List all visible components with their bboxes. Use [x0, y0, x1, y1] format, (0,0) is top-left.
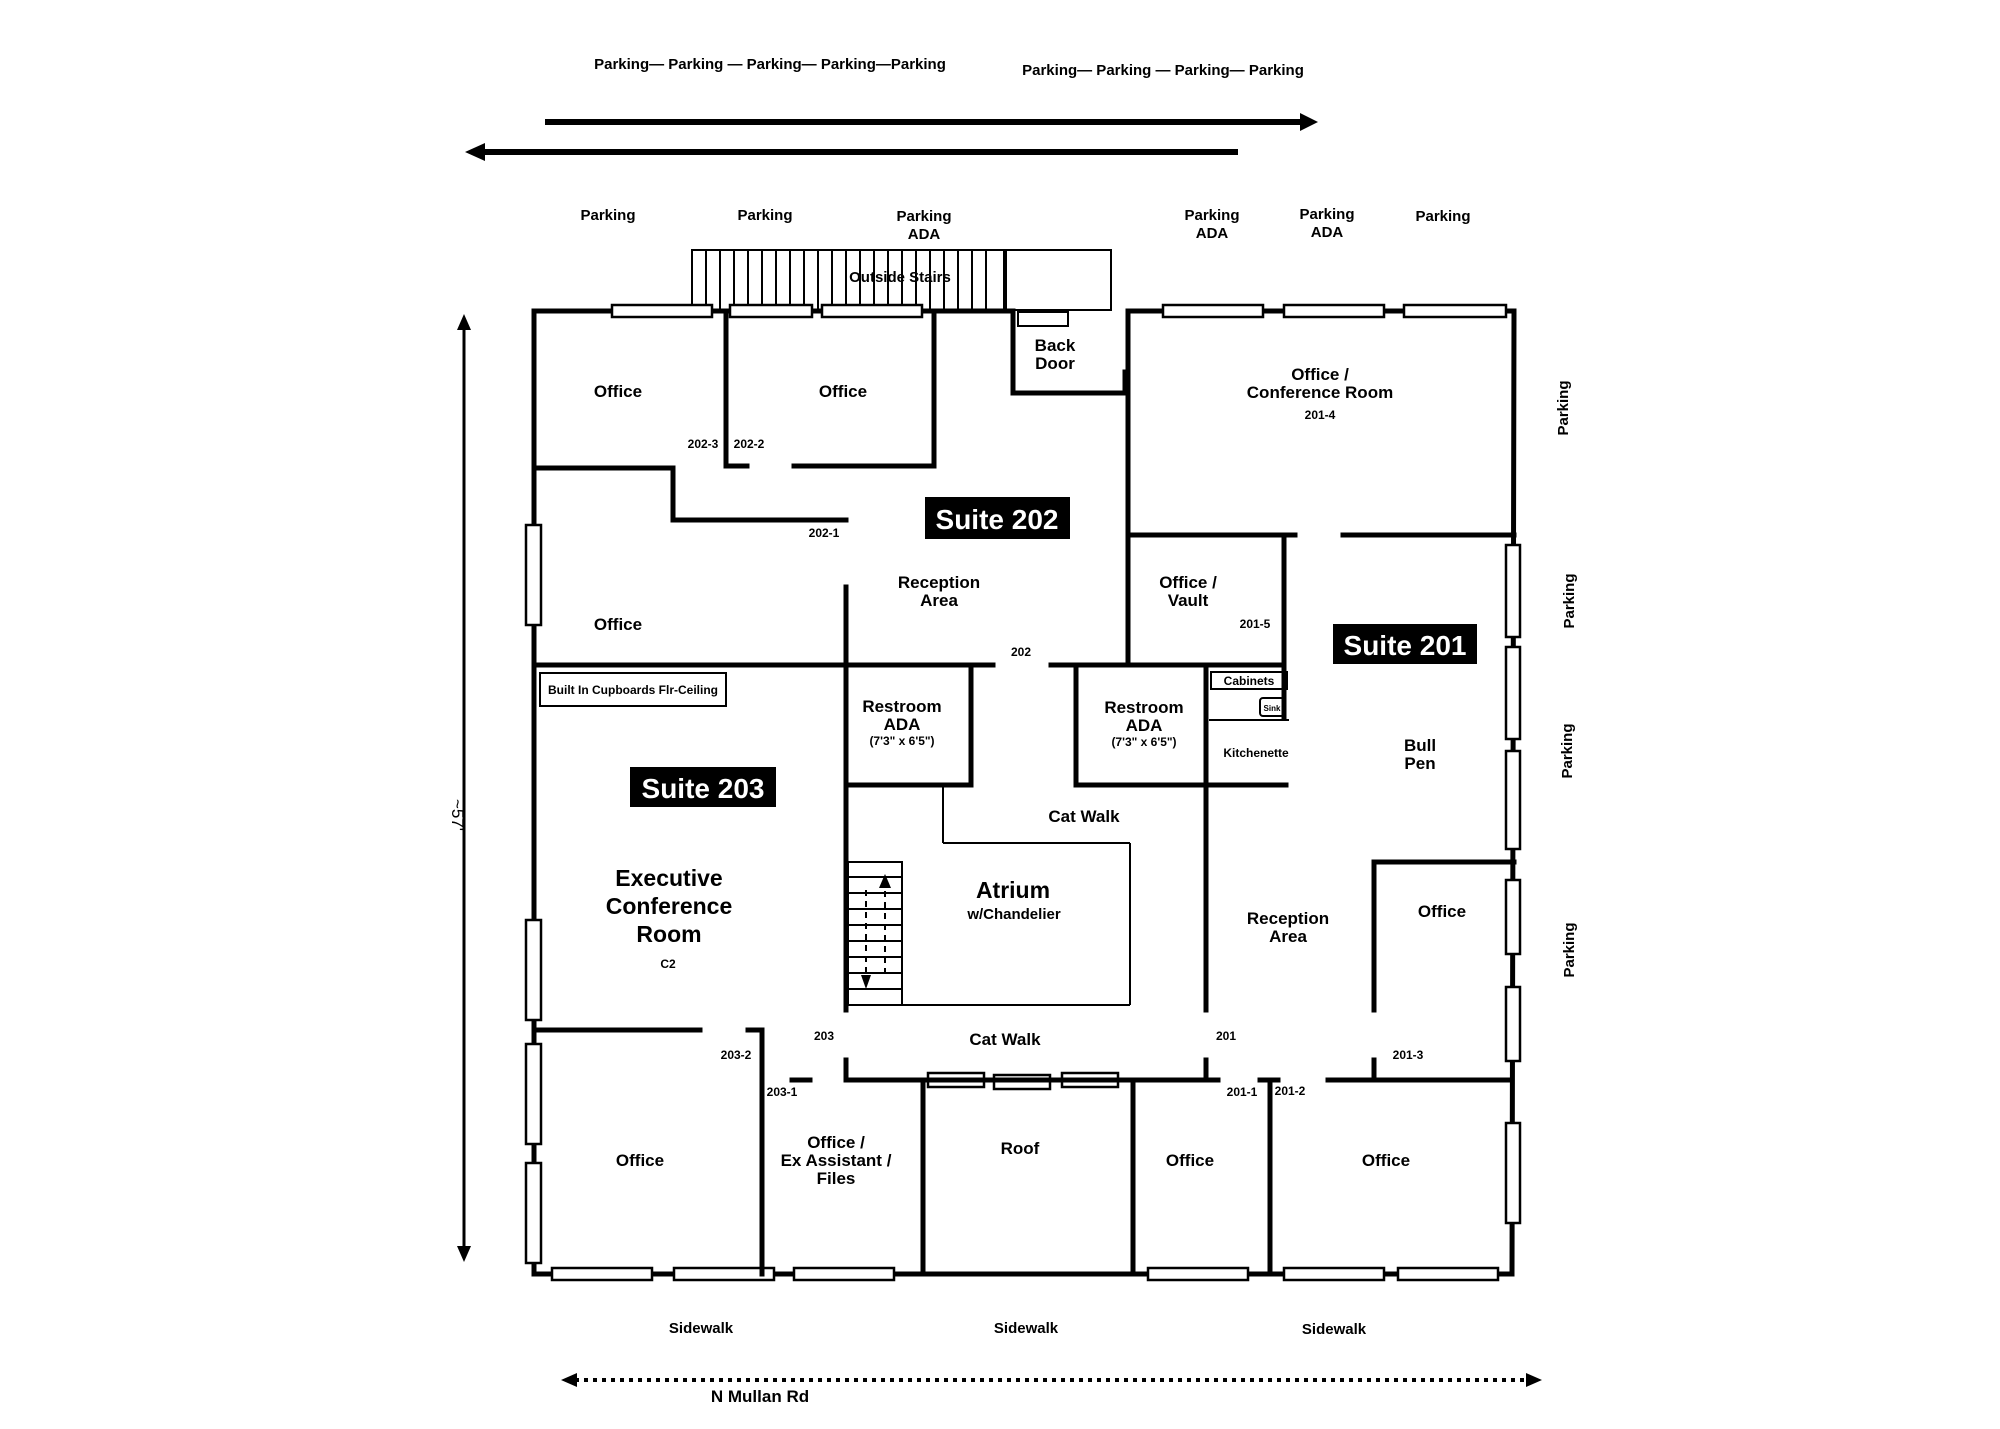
restroom-left-label-1: Restroom [862, 697, 941, 716]
cupboards-box [539, 672, 727, 707]
office-w-label: Office [594, 615, 642, 634]
exec-conf-label-1: Executive [615, 865, 722, 891]
parking-spot-6: Parking [1415, 208, 1470, 225]
reception-201-label-2: Area [1269, 927, 1307, 946]
restroom-right-size: (7'3" x 6'5") [1111, 735, 1176, 749]
office-conf-label-2: Conference Room [1247, 383, 1393, 402]
reception-201-label-1: Reception [1247, 909, 1329, 928]
sidewalk-2: Sidewalk [994, 1320, 1059, 1337]
code-202-2: 202-2 [734, 437, 765, 451]
traffic-arrow-left [465, 143, 1238, 161]
suite-201-text: Suite 201 [1344, 630, 1467, 661]
sidewalk-3: Sidewalk [1302, 1321, 1367, 1338]
atrium-label: Atrium [976, 877, 1050, 903]
cupboards-label: Built In Cupboards Flr-Ceiling [548, 683, 718, 697]
code-201-2: 201-2 [1275, 1084, 1306, 1098]
office-nw-label: Office [594, 382, 642, 401]
interior-walls [531, 308, 1517, 1277]
traffic-arrow-right [545, 113, 1318, 131]
kitchenette-label: Kitchenette [1223, 746, 1289, 760]
vault-code: 201-5 [1240, 617, 1271, 631]
parking-spot-4: Parking [1184, 207, 1239, 224]
outside-stairs: Outside Stairs [691, 249, 1112, 311]
exec-conf-label-2: Conference [606, 893, 733, 919]
side-parking-1: Parking [1555, 380, 1572, 435]
exassist-label-2: Ex Assistant / [781, 1151, 892, 1170]
code-203-2: 203-2 [721, 1048, 752, 1062]
exassist-label-3: Files [817, 1169, 856, 1188]
office-conf-label-1: Office / [1291, 365, 1349, 384]
exec-conf-code: C2 [660, 957, 676, 971]
parking-spot-3: Parking [896, 208, 951, 225]
code-202-3: 202-3 [688, 437, 719, 451]
suite-203-text: Suite 203 [642, 773, 765, 804]
code-201-3: 201-3 [1393, 1048, 1424, 1062]
code-202: 202 [1011, 645, 1031, 659]
vault-label-1: Office / [1159, 573, 1217, 592]
suite-201-label: Suite 201 [1333, 624, 1477, 664]
side-parking-3: Parking [1559, 723, 1576, 778]
restroom-left-size: (7'3" x 6'5") [869, 734, 934, 748]
restroom-right-label-2: ADA [1126, 716, 1163, 735]
restroom-left-label-2: ADA [884, 715, 921, 734]
catwalk-lower-label: Cat Walk [969, 1030, 1041, 1049]
suite-202-label: Suite 202 [925, 497, 1070, 539]
exassist-label-1: Office / [807, 1133, 865, 1152]
parking-row-left: Parking— Parking — Parking— Parking—Park… [594, 56, 946, 73]
side-parking-4: Parking [1561, 922, 1578, 977]
suite-202-text: Suite 202 [936, 504, 1059, 535]
outside-stairs-label: Outside Stairs [849, 269, 951, 286]
catwalk-upper-label: Cat Walk [1048, 807, 1120, 826]
dimension-label: ~57' [448, 799, 467, 831]
office-conf-code: 201-4 [1305, 408, 1336, 422]
code-201: 201 [1216, 1029, 1236, 1043]
cabinets-label: Cabinets [1224, 674, 1275, 688]
code-203: 203 [814, 1029, 834, 1043]
bullpen-label-2: Pen [1404, 754, 1435, 773]
parking-row-right: Parking— Parking — Parking— Parking [1022, 62, 1304, 79]
parking-spot-2: Parking [737, 207, 792, 224]
bullpen-label-1: Bull [1404, 736, 1436, 755]
cabinets-box [1210, 671, 1288, 690]
street-arrow [561, 1373, 1542, 1387]
roof-label: Roof [1001, 1139, 1040, 1158]
back-door-label-1: Back [1035, 336, 1076, 355]
code-201-1: 201-1 [1227, 1085, 1258, 1099]
back-door-label-2: Door [1035, 354, 1075, 373]
office-s1-label: Office [1166, 1151, 1214, 1170]
parking-spot-1: Parking [580, 207, 635, 224]
office-n-label: Office [819, 382, 867, 401]
parking-spot-5-ada: ADA [1311, 224, 1344, 241]
reception-202-label-2: Area [920, 591, 958, 610]
parking-spot-5: Parking [1299, 206, 1354, 223]
windows [524, 303, 1522, 1282]
vault-label-2: Vault [1168, 591, 1209, 610]
suite-203-label: Suite 203 [630, 767, 776, 807]
exec-conf-label-3: Room [636, 921, 701, 947]
sink-box [1259, 697, 1285, 717]
sidewalk-1: Sidewalk [669, 1320, 734, 1337]
interior-stairs [847, 861, 903, 1006]
restroom-right-label-1: Restroom [1104, 698, 1183, 717]
street-label: N Mullan Rd [711, 1387, 809, 1406]
side-parking-2: Parking [1561, 573, 1578, 628]
parking-spot-4-ada: ADA [1196, 225, 1229, 242]
office-s2-label: Office [1362, 1151, 1410, 1170]
office-e-label: Office [1418, 902, 1466, 921]
parking-spot-3-ada: ADA [908, 226, 941, 243]
dimension-arrow [457, 314, 471, 1262]
reception-202-label-1: Reception [898, 573, 980, 592]
code-202-1: 202-1 [809, 526, 840, 540]
office-sw-label: Office [616, 1151, 664, 1170]
code-203-1: 203-1 [767, 1085, 798, 1099]
sink-label: Sink [1264, 704, 1281, 713]
atrium-sub-label: w/Chandelier [966, 906, 1061, 923]
